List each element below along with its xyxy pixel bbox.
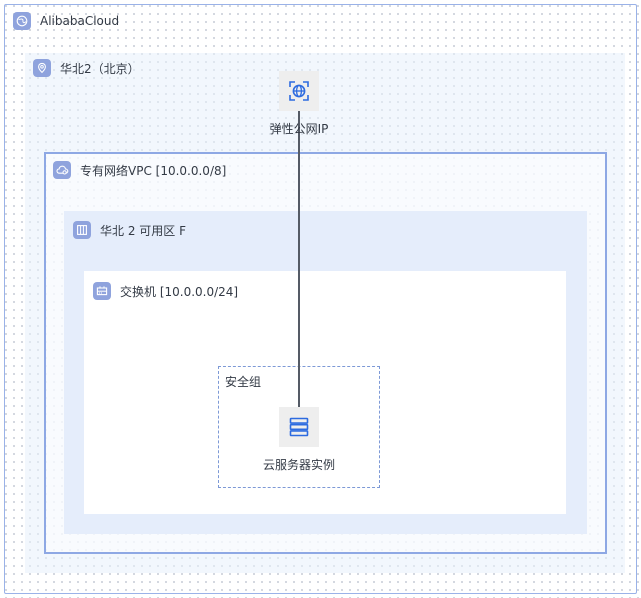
eip-label: 弹性公网IP [269,122,329,136]
zone-label: 华北 2 可用区 F [100,223,186,238]
eip-node[interactable] [279,71,319,111]
eip-globe-icon [289,81,309,101]
location-pin-icon [33,59,51,77]
ecs-label: 云服务器实例 [262,458,335,472]
vswitch-label: 交换机 [10.0.0.0/24] [120,284,239,299]
region-label: 华北2（北京） [60,61,140,76]
cloud-header: AlibabaCloud [13,12,119,30]
eip-ecs-connector [298,111,300,407]
vswitch-container[interactable] [84,271,566,514]
vpc-header: 专有网络VPC [10.0.0.0/8] [53,161,226,179]
server-stack-icon [289,417,309,437]
zone-grid-icon [73,221,91,239]
zone-header: 华北 2 可用区 F [73,221,186,239]
vswitch-header: 交换机 [10.0.0.0/24] [93,282,238,300]
switch-icon [93,282,111,300]
region-header: 华北2（北京） [33,59,140,77]
cloud-network-icon [53,161,71,179]
ecs-node[interactable] [279,407,319,447]
cloud-label: AlibabaCloud [40,14,120,28]
cloud-container[interactable] [4,4,637,594]
vpc-label: 专有网络VPC [10.0.0.0/8] [80,163,227,178]
globe-icon [13,12,31,30]
security-group-label: 安全组 [225,375,262,389]
